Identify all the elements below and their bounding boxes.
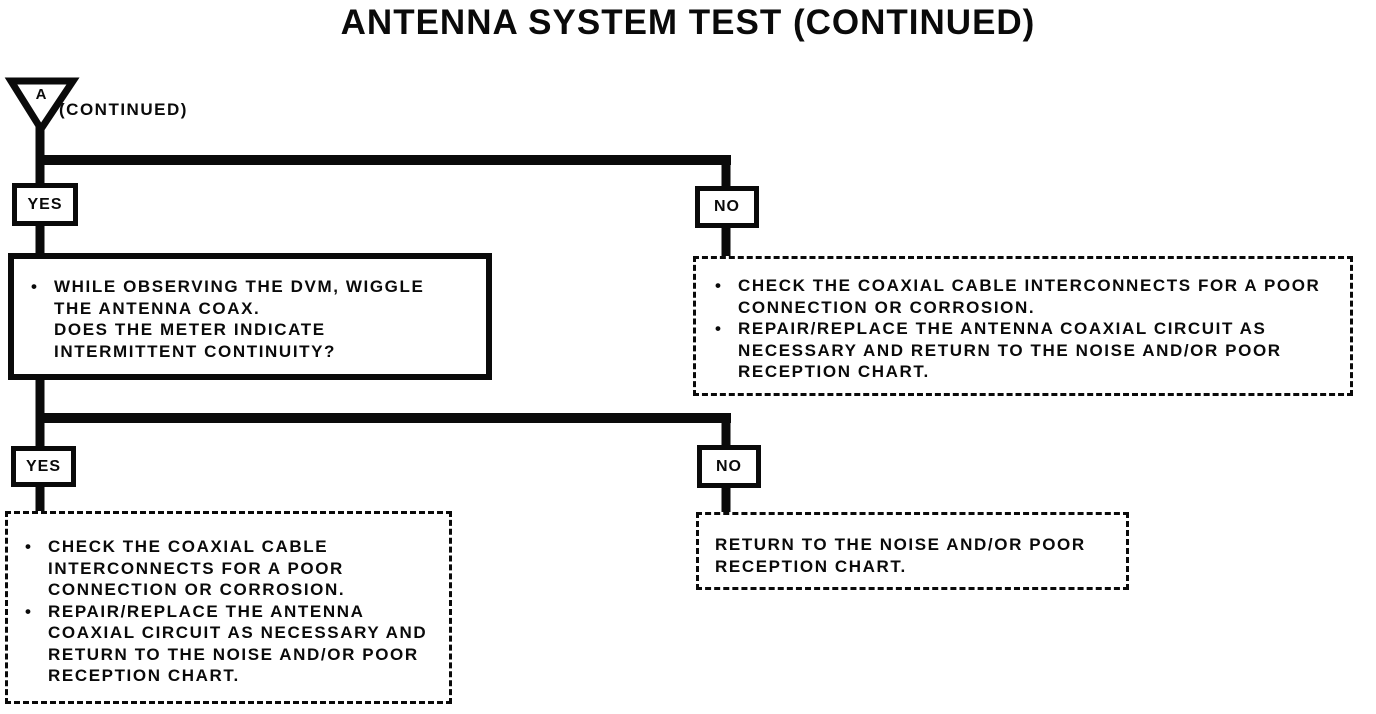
yes2-action-box: • CHECK THE COAXIAL CABLE INTERCONNECTS …: [5, 511, 452, 704]
page-title: ANTENNA SYSTEM TEST (CONTINUED): [340, 3, 1036, 42]
yes-branch-label-2: YES: [11, 446, 76, 487]
connector-note: (CONTINUED): [59, 100, 188, 119]
bullet-marker: •: [25, 537, 31, 556]
bullet-marker: •: [31, 277, 37, 296]
question-text: WHILE OBSERVING THE DVM, WIGGLE THE ANTE…: [54, 277, 425, 361]
no2-action-box: RETURN TO THE NOISE AND/OR POOR RECEPTIO…: [696, 512, 1129, 590]
no1-action-box: • CHECK THE COAXIAL CABLE INTERCONNECTS …: [693, 256, 1353, 396]
bullet-marker: •: [25, 601, 31, 621]
action-text: REPAIR/REPLACE THE ANTENNA COAXIAL CIRCU…: [738, 319, 1282, 381]
bullet-marker: •: [715, 319, 721, 338]
connector-label: A: [35, 86, 47, 103]
list-item: • CHECK THE COAXIAL CABLE INTERCONNECTS …: [712, 275, 1342, 318]
question-box: • WHILE OBSERVING THE DVM, WIGGLE THE AN…: [8, 253, 492, 380]
off-page-connector-triangle-icon: [4, 77, 80, 136]
list-item: RETURN TO THE NOISE AND/OR POOR RECEPTIO…: [715, 534, 1118, 577]
action-text: CHECK THE COAXIAL CABLE INTERCONNECTS FO…: [738, 276, 1321, 317]
no-branch-label-1: NO: [695, 186, 759, 228]
action-text: CHECK THE COAXIAL CABLE INTERCONNECTS FO…: [48, 537, 346, 599]
list-item: • REPAIR/REPLACE THE ANTENNA COAXIAL CIR…: [22, 601, 441, 687]
yes-branch-label-1: YES: [12, 183, 78, 226]
action-text: REPAIR/REPLACE THE ANTENNA COAXIAL CIRCU…: [48, 601, 428, 686]
no-branch-label-2: NO: [697, 445, 761, 488]
list-item: • CHECK THE COAXIAL CABLE INTERCONNECTS …: [22, 536, 441, 601]
bullet-marker: •: [715, 276, 721, 295]
action-text: RETURN TO THE NOISE AND/OR POOR RECEPTIO…: [715, 535, 1086, 576]
list-item: • REPAIR/REPLACE THE ANTENNA COAXIAL CIR…: [712, 318, 1342, 383]
list-item: • WHILE OBSERVING THE DVM, WIGGLE THE AN…: [28, 276, 478, 362]
